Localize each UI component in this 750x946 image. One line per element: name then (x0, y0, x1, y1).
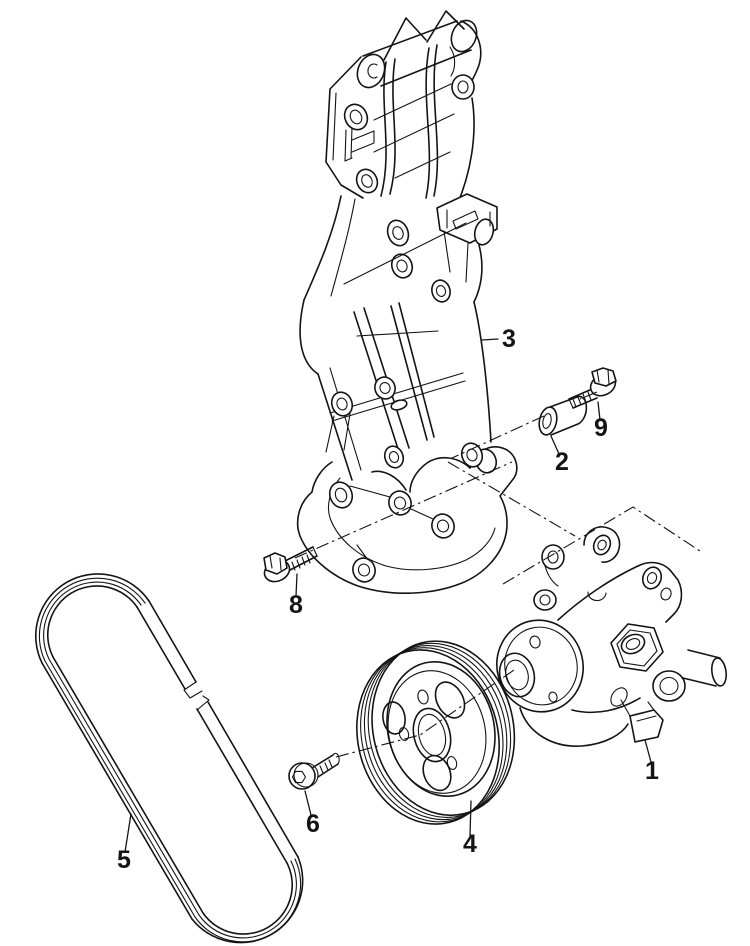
pulley-part-drawing (339, 626, 533, 839)
callout-leader-lines (125, 339, 651, 852)
part-label-3: 3 (502, 325, 516, 353)
callout-labels: 1 2 3 4 5 6 8 9 (117, 325, 659, 874)
bolt-8-drawing (261, 547, 317, 586)
part-label-6: 6 (306, 810, 320, 838)
part-label-5: 5 (117, 846, 131, 874)
part-label-1: 1 (645, 757, 659, 785)
bracket-part-drawing (298, 11, 517, 593)
spacer-sleeve-drawing (537, 397, 587, 437)
power-steering-pump-drawing (487, 527, 728, 746)
centerlines (295, 392, 700, 757)
part-label-8: 8 (289, 591, 303, 619)
part-label-4: 4 (463, 830, 477, 858)
part-label-2: 2 (555, 448, 569, 476)
screw-6-drawing (289, 753, 339, 789)
part-label-9: 9 (594, 414, 608, 442)
bolt-9-drawing (569, 368, 619, 408)
ribbed-belt-drawing (36, 574, 303, 943)
